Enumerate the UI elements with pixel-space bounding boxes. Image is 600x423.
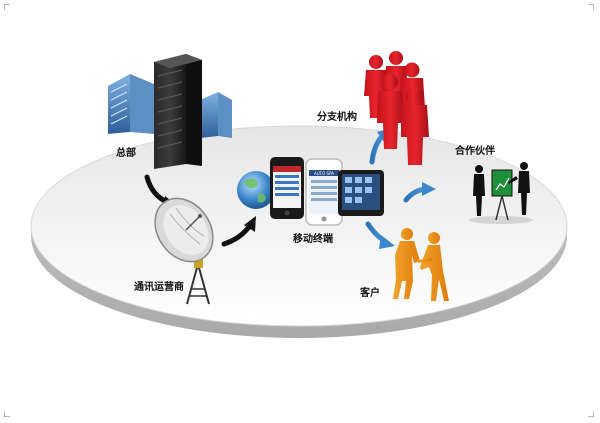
- arrow-terminal-to-partners: [403, 182, 436, 203]
- arrow-terminal-to-customers: [365, 221, 395, 249]
- headquarters-label: 总部: [116, 148, 136, 159]
- phone-banner-text: AUTO SPA: [314, 171, 334, 176]
- branches-people-icon: [364, 51, 429, 165]
- carrier-label: 通讯运营商: [134, 282, 184, 293]
- partners-label: 合作伙伴: [455, 146, 495, 157]
- arrow-carrier-to-terminal: [221, 216, 256, 247]
- diagram-frame: AUTO SPA: [4, 4, 594, 417]
- satellite-dish-icon: [154, 197, 214, 305]
- mobile-terminal-label: 移动终端: [293, 234, 333, 245]
- customers-label: 客户: [360, 288, 380, 299]
- partners-presentation-icon: [469, 162, 533, 224]
- headquarters-icon: [108, 54, 232, 169]
- customers-handshake-icon: [393, 228, 449, 301]
- diagram-canvas: AUTO SPA: [4, 4, 594, 417]
- mobile-terminal-icon: AUTO SPA: [237, 157, 384, 226]
- branches-label: 分支机构: [317, 112, 357, 123]
